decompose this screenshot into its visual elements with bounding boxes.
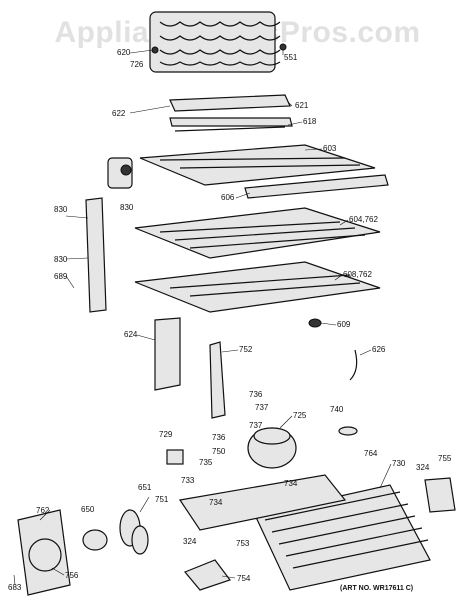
art-number: (ART NO. WR17611 C) [340,585,413,592]
label-609: 609 [337,320,351,329]
label-740: 740 [330,405,344,414]
rail-621 [169,117,293,127]
label-624: 624 [124,330,138,339]
plate-608 [134,261,381,313]
compressor-725 [247,427,297,469]
plate-604 [134,207,381,259]
label-604-762: 604,762 [349,215,378,224]
harness-626 [349,349,358,381]
relay-729 [166,449,184,465]
label-551: 551 [284,53,298,62]
label-730: 730 [392,459,406,468]
label-830-a: 830 [54,205,68,214]
shelf-603 [139,144,376,186]
trim-606 [244,174,389,199]
bracket-752 [209,341,226,419]
bracket-622 [169,94,291,112]
drain-pan-754 [184,559,231,591]
label-751: 751 [155,495,169,504]
label-764: 764 [364,449,378,458]
duct-830 [85,197,107,313]
clip-609 [308,318,322,328]
evaporator-coil [149,11,281,73]
label-753: 753 [236,539,250,548]
label-603: 603 [323,144,337,153]
label-651: 651 [138,483,152,492]
label-733: 733 [181,476,195,485]
label-830-c: 830 [54,255,68,264]
condenser-730 [254,484,431,591]
label-734-b: 734 [284,479,298,488]
label-750: 750 [212,447,226,456]
label-324-b: 324 [183,537,197,546]
label-752: 752 [239,345,253,354]
label-324-a: 324 [416,463,430,472]
label-754: 754 [237,574,251,583]
part-labels: 620 726 551 622 621 618 603 606 830 830 … [8,48,452,592]
label-736-a: 736 [249,390,263,399]
label-621: 621 [295,101,309,110]
fan-blade-651 [119,509,149,555]
fan-motor-650 [82,529,108,551]
label-606: 606 [221,193,235,202]
label-726: 726 [130,60,144,69]
label-756: 756 [65,571,79,580]
base-751 [178,474,347,531]
label-626: 626 [372,345,386,354]
label-725: 725 [293,411,307,420]
leader-lines [13,49,392,586]
bracket-755 [424,477,456,513]
label-689: 689 [54,272,68,281]
duct-624 [154,317,181,391]
label-729: 729 [159,430,173,439]
label-762: 762 [36,506,50,515]
label-755: 755 [438,454,452,463]
label-737-b: 737 [249,421,263,430]
label-736-b: 736 [212,433,226,442]
label-735: 735 [199,458,213,467]
label-618: 618 [303,117,317,126]
label-650: 650 [81,505,95,514]
part-740 [338,426,358,436]
label-620: 620 [117,48,131,57]
label-608-762: 608,762 [343,270,372,279]
shroud-756 [17,509,71,596]
label-830-b: 830 [120,203,134,212]
label-734-a: 734 [209,498,223,507]
label-737-a: 737 [255,403,269,412]
rod-618 [174,126,286,132]
label-683: 683 [8,583,22,592]
label-622: 622 [112,109,126,118]
screw-551 [279,43,287,51]
